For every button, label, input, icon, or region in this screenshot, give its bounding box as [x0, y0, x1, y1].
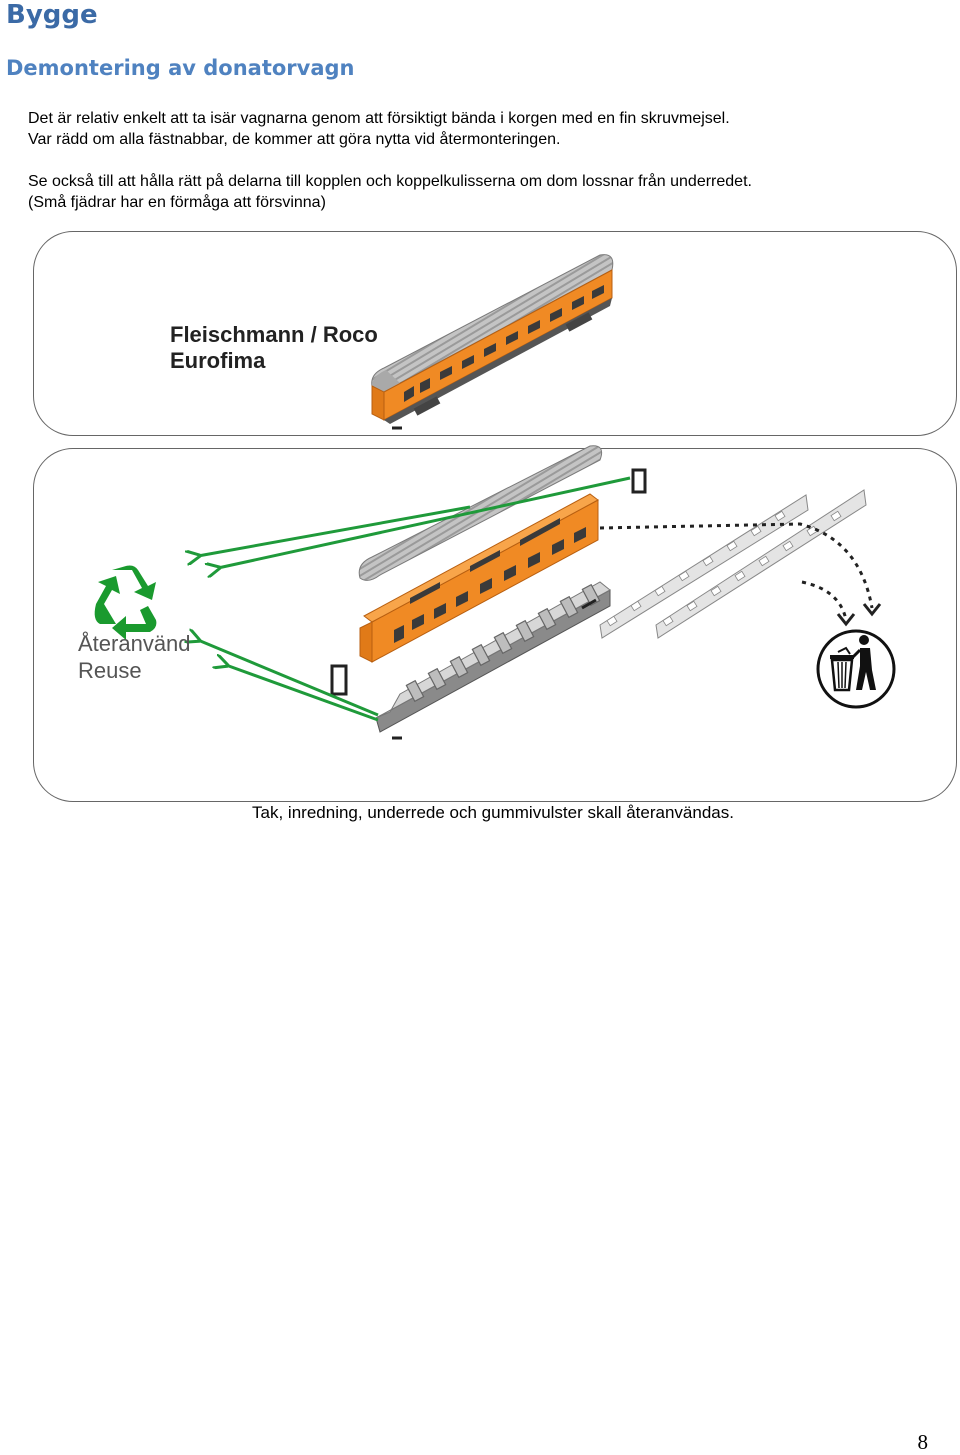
- model-title-line-1: Fleischmann / Roco: [170, 322, 378, 347]
- reuse-label-english: Reuse: [78, 658, 142, 683]
- discard-arrows: [599, 522, 874, 621]
- exploded-coach-illustration: [330, 445, 867, 740]
- paragraph-2-line-2: (Små fjädrar har en förmåga att försvinn…: [28, 194, 326, 211]
- page-heading: Bygge: [6, 0, 98, 30]
- recycle-icon: [94, 565, 157, 640]
- trash-can-icon: [816, 629, 896, 709]
- section-heading: Demontering av donatorvagn: [6, 56, 355, 80]
- model-title: Fleischmann / Roco Eurofima: [170, 322, 378, 374]
- complete-coach-illustration: [371, 254, 614, 430]
- paragraph-2-line-1: Se också till att hålla rätt på delarna …: [28, 173, 752, 190]
- reuse-label-swedish: Återanvänd: [78, 631, 191, 656]
- paragraph-1-line-2: Var rädd om alla fästnabbar, de kommer a…: [28, 131, 561, 148]
- page-number: 8: [917, 1430, 929, 1454]
- paragraph-2: Se också till att hålla rätt på delarna …: [28, 171, 752, 213]
- model-title-line-2: Eurofima: [170, 348, 266, 373]
- paragraph-1: Det är relativ enkelt att ta isär vagnar…: [28, 108, 730, 150]
- figure-caption: Tak, inredning, underrede och gummivulst…: [252, 803, 734, 822]
- reuse-arrows: [198, 476, 631, 722]
- reuse-label: Återanvänd Reuse: [78, 630, 191, 684]
- paragraph-1-line-1: Det är relativ enkelt att ta isär vagnar…: [28, 110, 730, 127]
